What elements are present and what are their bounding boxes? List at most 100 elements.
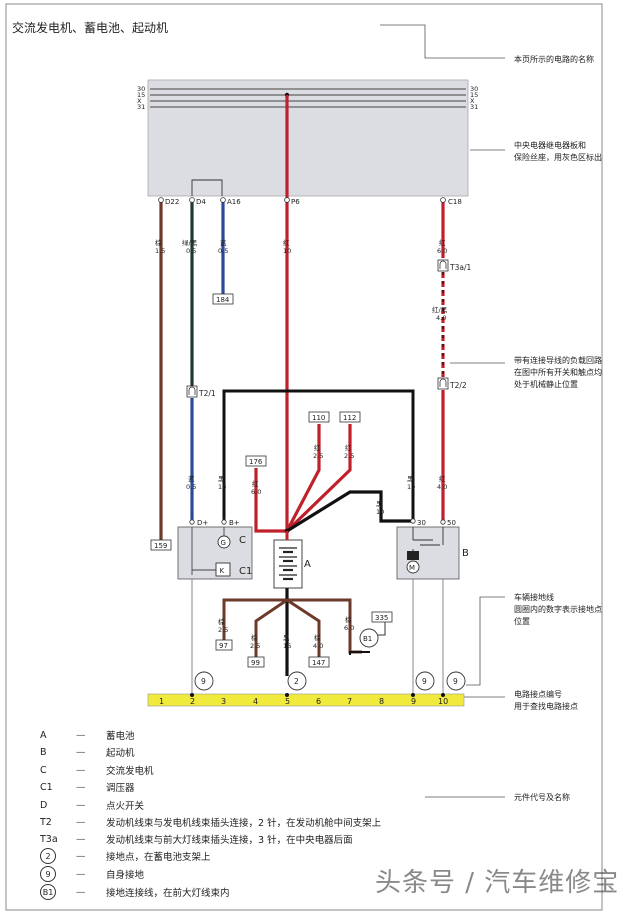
ground-9-r1: 9: [422, 677, 427, 686]
label-b1: B1: [363, 635, 372, 643]
battery-symbol: [273, 539, 303, 589]
wire15-size: 2.5: [218, 626, 228, 634]
ref-box-147: [308, 656, 330, 668]
bus-lines: [150, 88, 466, 108]
bar-dot-5: [285, 693, 289, 697]
legend-dash: —: [76, 799, 86, 811]
terminal-50: 50: [447, 519, 456, 527]
bus-label-x-right: X: [470, 97, 475, 105]
wire-red-176: [254, 468, 287, 533]
ref-335: 335: [375, 614, 388, 622]
wire10-color: 红: [314, 443, 321, 452]
label-starter: B: [462, 548, 469, 559]
bar-dot-9: [411, 693, 415, 697]
legend-code: 2: [40, 848, 56, 864]
ref-97: 97: [219, 642, 228, 650]
legend-row: C1—调压器: [40, 779, 135, 795]
annotation-junction-1: 电路接点编号: [514, 689, 562, 699]
ref-147: 147: [312, 659, 325, 667]
wire8-color: 黑: [218, 475, 225, 483]
wire8-size: 10: [218, 483, 226, 491]
ref-box-112: [339, 411, 361, 423]
legend-description: 接地点，在蓄电池支架上: [106, 852, 211, 863]
wire-brown-147: [286, 598, 321, 657]
annotation-relay-panel-2: 保险丝座，用灰色区标出: [514, 152, 602, 162]
legend-description: 点火开关: [106, 801, 145, 812]
legend-description: 交流发电机: [106, 766, 154, 777]
wire16-color: 棕: [251, 633, 258, 642]
d4-bracket: [191, 179, 223, 196]
legend-dash: —: [76, 868, 86, 880]
label-regulator: C1: [239, 566, 252, 577]
legend-description: 发动机线束与发电机线束插头连接，2 针，在发动机舱中间支架上: [106, 818, 382, 829]
legend-description: 起动机: [106, 748, 135, 759]
regulator-glyph: K: [220, 567, 225, 575]
wire19-color: 棕: [345, 615, 352, 624]
legend-description: 蓄电池: [106, 731, 135, 742]
bar-num-7: 7: [347, 697, 352, 706]
pin-50: [440, 519, 446, 525]
annotation-junction-2: 用于查找电路接点: [514, 701, 578, 711]
bar-num-10: 10: [438, 697, 448, 706]
wire16-size: 2.5: [250, 642, 260, 650]
legend-description: 发动机线束与前大灯线束插头连接，3 针，在中央电器后面: [106, 835, 353, 846]
terminal-30: 30: [417, 519, 426, 527]
legend-row: C—交流发电机: [40, 762, 154, 778]
page-frame: [5, 3, 603, 911]
ref-box-159: [150, 539, 172, 551]
ref-box-99: [247, 656, 265, 668]
legend-dash: —: [76, 816, 86, 828]
ref-box-184: [212, 293, 234, 305]
bar-num-8: 8: [379, 697, 384, 706]
bar-num-9: 9: [411, 697, 416, 706]
annotation-load-2: 在图中所有开关和触点均: [514, 367, 602, 377]
wire-red-110: [285, 424, 321, 532]
ref-184: 184: [216, 296, 230, 304]
wire14-color: 红: [439, 474, 446, 483]
wire2-size: 0.5: [186, 247, 196, 255]
ref-box-97: [215, 639, 233, 651]
ref-112: 112: [343, 414, 356, 422]
legend-description: 调压器: [106, 783, 135, 794]
wire1-size: 1.5: [155, 247, 165, 255]
legend-code: C: [40, 764, 47, 776]
annotation-ground-3: 位置: [514, 616, 530, 626]
bus-label-30: 30: [137, 85, 145, 93]
terminal-c18: C18: [448, 198, 462, 206]
wire4-color: 红: [283, 238, 290, 247]
annotation-component: 元件代号及名称: [514, 792, 570, 802]
pin-d-plus: [189, 519, 195, 525]
bar-num-2: 2: [190, 697, 195, 706]
legend-row: B1—接地连接线，在前大灯线束内: [40, 884, 230, 900]
wire18-size: 4.0: [313, 642, 323, 650]
pin-a16: [220, 197, 226, 203]
legend-row: D—点火开关: [40, 797, 144, 813]
ground-bar-numbers: 1 2 3 4 5 6 7 8 9 10: [159, 697, 448, 706]
wire13-color: 黑: [407, 475, 414, 483]
legend-row: T3a—发动机线束与前大灯线束插头连接，3 针，在中央电器后面: [40, 831, 353, 847]
ground-point-2: [287, 671, 307, 691]
bus-labels-right: 30 15 X 31: [470, 85, 478, 111]
wire-335-link: [378, 622, 386, 636]
wire6-size: 4.0: [436, 314, 446, 322]
bar-num-1: 1: [159, 697, 164, 706]
legend-code: A: [40, 729, 47, 741]
wire19-size: 6.0: [344, 624, 354, 632]
leader-ground: [466, 596, 505, 686]
pin-30: [410, 518, 416, 524]
wire2-color: 绿/黑: [182, 238, 198, 247]
legend-row: A—蓄电池: [40, 727, 135, 743]
legend-dash: —: [76, 833, 86, 845]
wire18-color: 棕: [314, 633, 321, 642]
terminal-d4: D4: [196, 198, 206, 206]
motor-glyph: M: [409, 564, 415, 572]
terminal-p6: P6: [291, 198, 300, 206]
ref-99: 99: [251, 659, 260, 667]
pin-b-plus: [221, 519, 227, 525]
ref-box-335: [371, 611, 393, 623]
annotation-relay-panel-1: 中央电器继电器板和: [514, 140, 586, 150]
legend-code: C1: [40, 781, 53, 793]
ground-connector-b1: [359, 628, 379, 648]
bar-dot-10: [441, 693, 445, 697]
